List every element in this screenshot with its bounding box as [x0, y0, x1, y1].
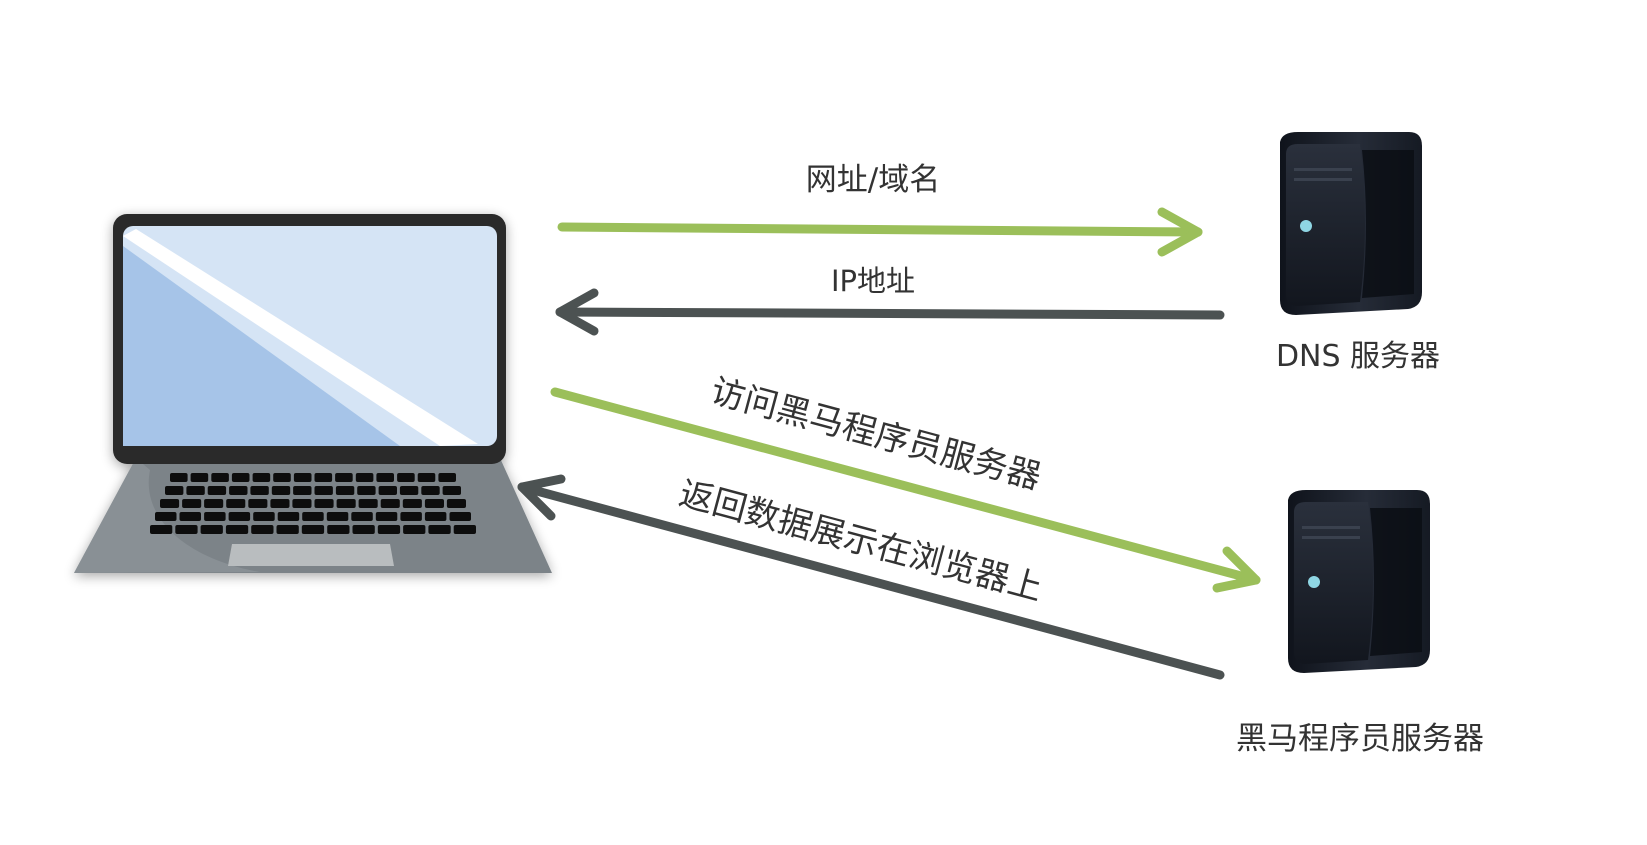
keyboard-key [449, 512, 471, 521]
keyboard-key [424, 499, 444, 508]
keyboard-key [380, 499, 400, 508]
keyboard-key [399, 486, 419, 495]
keyboard-key [314, 499, 334, 508]
keyboard-key [182, 499, 202, 508]
keyboard-key [335, 486, 355, 495]
keyboard-key [277, 512, 300, 521]
keyboard-key [270, 499, 290, 508]
keyboard-key [229, 486, 248, 495]
keyboard-key [293, 486, 312, 495]
keyboard-key [273, 473, 291, 482]
keyboard-key [251, 525, 274, 534]
laptop-keyboard [150, 473, 476, 534]
server-led [1308, 576, 1320, 588]
keyboard-key [150, 525, 173, 534]
keyboard-key [225, 525, 249, 534]
keyboard-key [293, 473, 312, 482]
flow-label-ip: IP地址 [831, 264, 915, 298]
keyboard-key [314, 486, 333, 495]
flow-arrow-domain-request [557, 207, 1203, 257]
keyboard-key [271, 486, 291, 495]
keyboard-key [446, 499, 466, 508]
keyboard-key [421, 486, 440, 495]
keyboard-key [378, 486, 397, 495]
flow-arrow-ip-response [555, 288, 1225, 336]
keyboard-key [326, 512, 349, 521]
keyboard-key [453, 525, 476, 534]
server-led [1300, 220, 1312, 232]
keyboard-key [200, 525, 223, 534]
keyboard-key [226, 499, 246, 508]
keyboard-key [165, 486, 184, 495]
keyboard-key [228, 512, 251, 521]
keyboard-key [424, 512, 447, 521]
web-server-icon [1288, 490, 1430, 673]
keyboard-key [276, 525, 299, 534]
keyboard-key [358, 499, 378, 508]
laptop-trackpad [228, 544, 394, 566]
keyboard-key [301, 525, 325, 534]
flow-label-domain: 网址/域名 [806, 162, 940, 198]
keyboard-key [428, 525, 451, 534]
keyboard-key [160, 499, 180, 508]
keyboard-key [250, 486, 269, 495]
laptop-icon [74, 214, 552, 573]
keyboard-key [327, 525, 350, 534]
keyboard-key [252, 473, 271, 482]
keyboard-key [204, 512, 226, 521]
keyboard-key [335, 473, 353, 482]
keyboard-key [438, 473, 456, 482]
keyboard-key [375, 512, 398, 521]
keyboard-key [417, 473, 436, 482]
keyboard-key [253, 512, 275, 521]
keyboard-key [351, 512, 373, 521]
keyboard-key [302, 512, 324, 521]
web-server-label: 黑马程序员服务器 [1236, 721, 1484, 757]
keyboard-key [336, 499, 356, 508]
keyboard-key [397, 473, 415, 482]
keyboard-key [357, 486, 376, 495]
keyboard-key [248, 499, 268, 508]
keyboard-key [155, 512, 177, 521]
keyboard-key [175, 525, 198, 534]
keyboard-key [402, 499, 422, 508]
dns-server-icon [1280, 132, 1422, 315]
keyboard-key [352, 525, 375, 534]
keyboard-key [204, 499, 224, 508]
keyboard-key [377, 525, 401, 534]
keyboard-key [403, 525, 426, 534]
keyboard-key [211, 473, 229, 482]
keyboard-key [314, 473, 333, 482]
keyboard-key [179, 512, 201, 521]
flow-arrow-data-response [517, 474, 1225, 680]
laptop-screen [123, 226, 497, 446]
dns-server-label: DNS 服务器 [1276, 339, 1440, 374]
keyboard-key [292, 499, 312, 508]
keyboard-key [400, 512, 422, 521]
keyboard-key [190, 473, 209, 482]
keyboard-key [170, 473, 188, 482]
flow-arrow-server-request [550, 387, 1261, 593]
keyboard-key [442, 486, 461, 495]
laptop-base-shade [74, 458, 260, 573]
keyboard-key [376, 473, 394, 482]
keyboard-key [355, 473, 374, 482]
keyboard-key [207, 486, 227, 495]
keyboard-key [231, 473, 250, 482]
keyboard-key [186, 486, 205, 495]
